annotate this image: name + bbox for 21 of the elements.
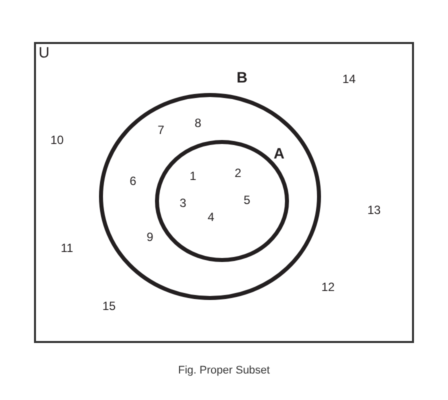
set-circle [155, 140, 289, 262]
element-number: 6 [130, 175, 136, 187]
element-number: 15 [102, 300, 116, 312]
set-label: B [236, 70, 248, 86]
element-number: 11 [60, 242, 74, 254]
element-number: 7 [158, 124, 164, 136]
set-label: U [38, 46, 50, 60]
element-number: 8 [194, 117, 202, 129]
element-number: 5 [244, 194, 250, 206]
element-number: 9 [146, 231, 154, 243]
element-number: 1 [190, 170, 196, 182]
element-number: 2 [234, 167, 242, 179]
figure-caption: Fig. Proper Subset [178, 366, 270, 376]
element-number: 10 [50, 134, 64, 146]
universal-set-rectangle [34, 42, 414, 343]
element-number: 12 [321, 281, 335, 293]
element-number: 13 [367, 204, 381, 216]
element-number: 4 [208, 211, 214, 223]
set-label: A [274, 146, 284, 162]
element-number: 14 [342, 73, 356, 85]
element-number: 3 [180, 197, 186, 209]
